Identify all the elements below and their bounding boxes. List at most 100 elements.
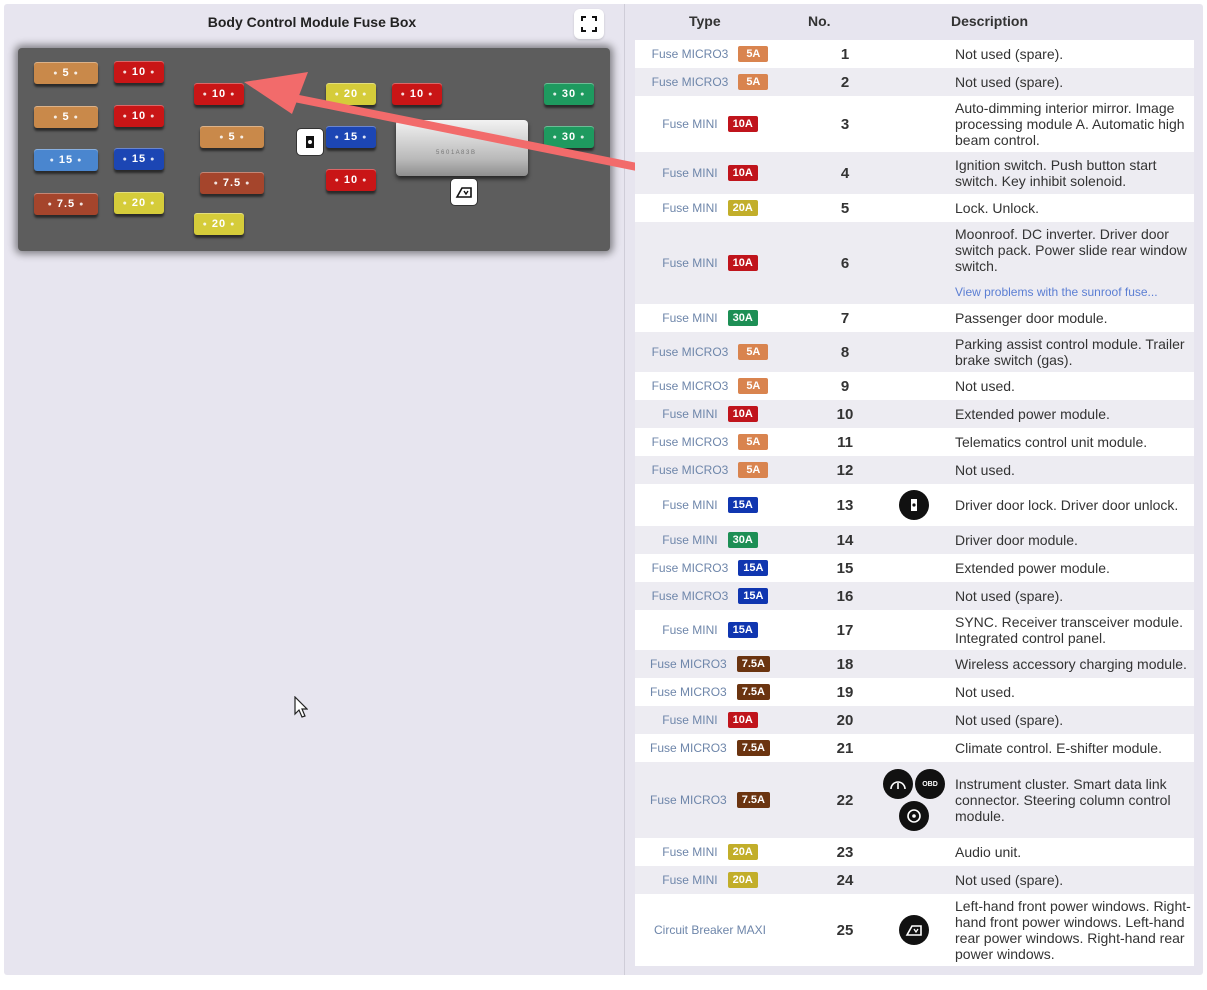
fuse-type-cell: Circuit Breaker MAXI [635, 894, 785, 966]
fuse-slot-10[interactable]: ●5● [200, 126, 264, 148]
fuse-description: Not used (spare). [955, 588, 1064, 604]
fuse-type-label[interactable]: Fuse MINI [662, 166, 718, 180]
fuse-slot-4[interactable]: ●10● [114, 105, 164, 127]
power-window-marker[interactable] [450, 178, 478, 206]
fuse-slot-14[interactable]: ●10● [392, 83, 442, 105]
fuse-icons-cell [883, 456, 945, 484]
fuse-description-cell: Not used (spare). [955, 68, 1191, 96]
fuse-slot-9[interactable]: ●10● [194, 83, 244, 105]
fuse-type-label[interactable]: Fuse MINI [662, 845, 718, 859]
amperage-badge: 15A [738, 560, 769, 576]
amperage-badge: 5A [738, 462, 769, 478]
fuse-type-label[interactable]: Fuse MICRO3 [650, 685, 727, 699]
fuse-slot-5[interactable]: ●15● [34, 149, 98, 171]
fuse-slot-13[interactable]: ●20● [326, 83, 376, 105]
fuse-description: Instrument cluster. Smart data link conn… [955, 776, 1171, 824]
fuse-slot-8[interactable]: ●20● [114, 192, 164, 214]
fuse-type-label[interactable]: Fuse MINI [662, 873, 718, 887]
fuse-slot-15[interactable]: ●15● [326, 126, 376, 148]
obd-connector-icon: OBD [915, 769, 945, 799]
fuse-slot-2[interactable]: ●10● [114, 61, 164, 83]
fuse-slot-6[interactable]: ●15● [114, 148, 164, 170]
fuse-type-label[interactable]: Fuse MINI [662, 713, 718, 727]
fuse-icons-cell [883, 96, 945, 152]
fuse-icons-cell [883, 68, 945, 96]
fuse-number: 14 [836, 531, 854, 549]
fuse-slot-1[interactable]: ●5● [34, 62, 98, 84]
fuse-slot-17[interactable]: ●30● [544, 83, 594, 105]
fuse-type-label[interactable]: Fuse MINI [662, 498, 718, 512]
fullscreen-button[interactable] [574, 9, 604, 39]
fuse-type-label[interactable]: Fuse MICRO3 [651, 75, 729, 89]
fuse-slot-3[interactable]: ●5● [34, 106, 98, 128]
fuse-type-label[interactable]: Fuse MICRO3 [651, 47, 729, 61]
fuse-type-label[interactable]: Fuse MICRO3 [651, 379, 729, 393]
fuse-description: Driver door lock. Driver door unlock. [955, 497, 1179, 513]
fuse-type-label[interactable]: Fuse MINI [662, 623, 718, 637]
fuse-type-label[interactable]: Fuse MICRO3 [651, 463, 729, 477]
fuse-type-label[interactable]: Fuse MICRO3 [651, 589, 729, 603]
fuse-type-label[interactable]: Fuse MICRO3 [650, 741, 727, 755]
fuse-type-label[interactable]: Fuse MINI [662, 201, 718, 215]
fuse-type-label[interactable]: Fuse MINI [662, 311, 718, 325]
fuse-slot-11[interactable]: ●7.5● [200, 172, 264, 194]
fuse-type-label[interactable]: Fuse MINI [662, 533, 718, 547]
header-no: No. [808, 13, 831, 29]
fuse-slot-12[interactable]: ●20● [194, 213, 244, 235]
fuse-icons-cell [883, 554, 945, 582]
fuse-type-label[interactable]: Fuse MICRO3 [650, 793, 727, 807]
fuse-type-label[interactable]: Circuit Breaker MAXI [653, 923, 767, 937]
fuse-type-label[interactable]: Fuse MINI [662, 117, 718, 131]
sunroof-problems-link[interactable]: View problems with the sunroof fuse... [955, 285, 1158, 299]
fuse-type-label[interactable]: Fuse MICRO3 [651, 561, 729, 575]
fuse-type-label[interactable]: Fuse MINI [662, 407, 718, 421]
circuit-breaker-relay[interactable]: 5 6 0 1 A 8 3 B [396, 120, 528, 176]
fuse-slot-7[interactable]: ●7.5● [34, 193, 98, 215]
fuse-icons-cell [883, 838, 945, 866]
fuse-type-label[interactable]: Fuse MICRO3 [650, 657, 727, 671]
fuse-type-label[interactable]: Fuse MICRO3 [651, 435, 729, 449]
fuse-type-label[interactable]: Fuse MINI [662, 256, 718, 270]
fuse-type-label[interactable]: Fuse MICRO3 [651, 345, 729, 359]
fuse-icons-cell: OBD [883, 762, 945, 838]
fuse-number: 25 [836, 921, 854, 939]
amperage-badge: 7.5A [736, 684, 770, 700]
fuse-slot-16[interactable]: ●10● [326, 169, 376, 191]
door-lock-marker[interactable] [296, 128, 324, 156]
door-lock-icon [899, 490, 929, 520]
fuse-slot-18[interactable]: ●30● [544, 126, 594, 148]
amperage-badge: 5A [738, 74, 769, 90]
page-frame: Body Control Module Fuse Box ●5● ●10● ●5… [4, 4, 1203, 975]
fuse-icons-cell [883, 332, 945, 372]
fuse-description: Not used (spare). [955, 46, 1064, 62]
